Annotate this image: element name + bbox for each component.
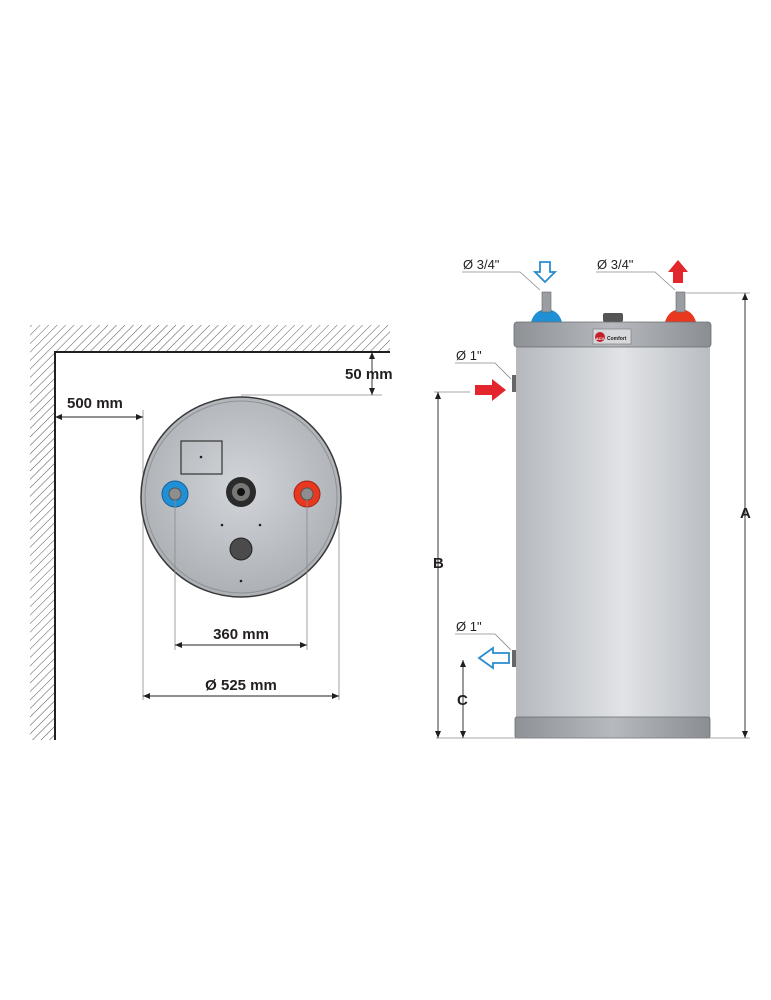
- logo-model: Comfort: [607, 336, 627, 342]
- arrow-down-blue-icon: [532, 261, 558, 284]
- dimension-b: B: [433, 391, 470, 738]
- arrow-up-red-icon: [668, 260, 688, 283]
- dim-50mm-label: 50 mm: [345, 366, 393, 383]
- dimension-a: A: [686, 292, 751, 738]
- control-box: [180, 440, 223, 475]
- drain-connection: [229, 537, 253, 561]
- dimension-500mm: 500 mm: [55, 395, 144, 700]
- tank-top-view: [140, 396, 342, 598]
- hot-connection-top: [293, 480, 321, 508]
- dimension-50mm: 50 mm: [241, 352, 393, 396]
- hot-outlet: Ø 3/4": [596, 257, 688, 291]
- dim-360mm-label: 360 mm: [213, 626, 269, 643]
- arrow-right-red-icon: [475, 379, 506, 401]
- primary-inlet-label: Ø 1": [456, 348, 482, 363]
- primary-inlet: Ø 1": [455, 348, 512, 401]
- dimension-c: C: [457, 660, 468, 738]
- hot-outlet-label: Ø 3/4": [597, 257, 634, 272]
- logo-brand: ACV: [596, 336, 605, 341]
- primary-outlet: Ø 1": [455, 619, 512, 670]
- acv-logo: ACV Comfort: [592, 328, 632, 345]
- wall-corner: [30, 325, 390, 740]
- cold-inlet-label: Ø 3/4": [463, 257, 500, 272]
- dim-500mm-label: 500 mm: [67, 395, 123, 412]
- primary-outlet-label: Ø 1": [456, 619, 482, 634]
- dim-a-label: A: [740, 505, 751, 522]
- arrow-left-blue-icon: [477, 646, 510, 670]
- cold-inlet: Ø 3/4": [462, 257, 558, 291]
- dimension-525mm: Ø 525 mm: [143, 520, 340, 700]
- dim-c-label: C: [457, 692, 468, 709]
- tank-side-view: ACV Comfort: [512, 291, 712, 739]
- dim-525mm-label: Ø 525 mm: [205, 677, 277, 694]
- dimension-360mm: 360 mm: [174, 500, 308, 650]
- central-connection: [226, 477, 256, 507]
- dim-b-label: B: [433, 555, 444, 572]
